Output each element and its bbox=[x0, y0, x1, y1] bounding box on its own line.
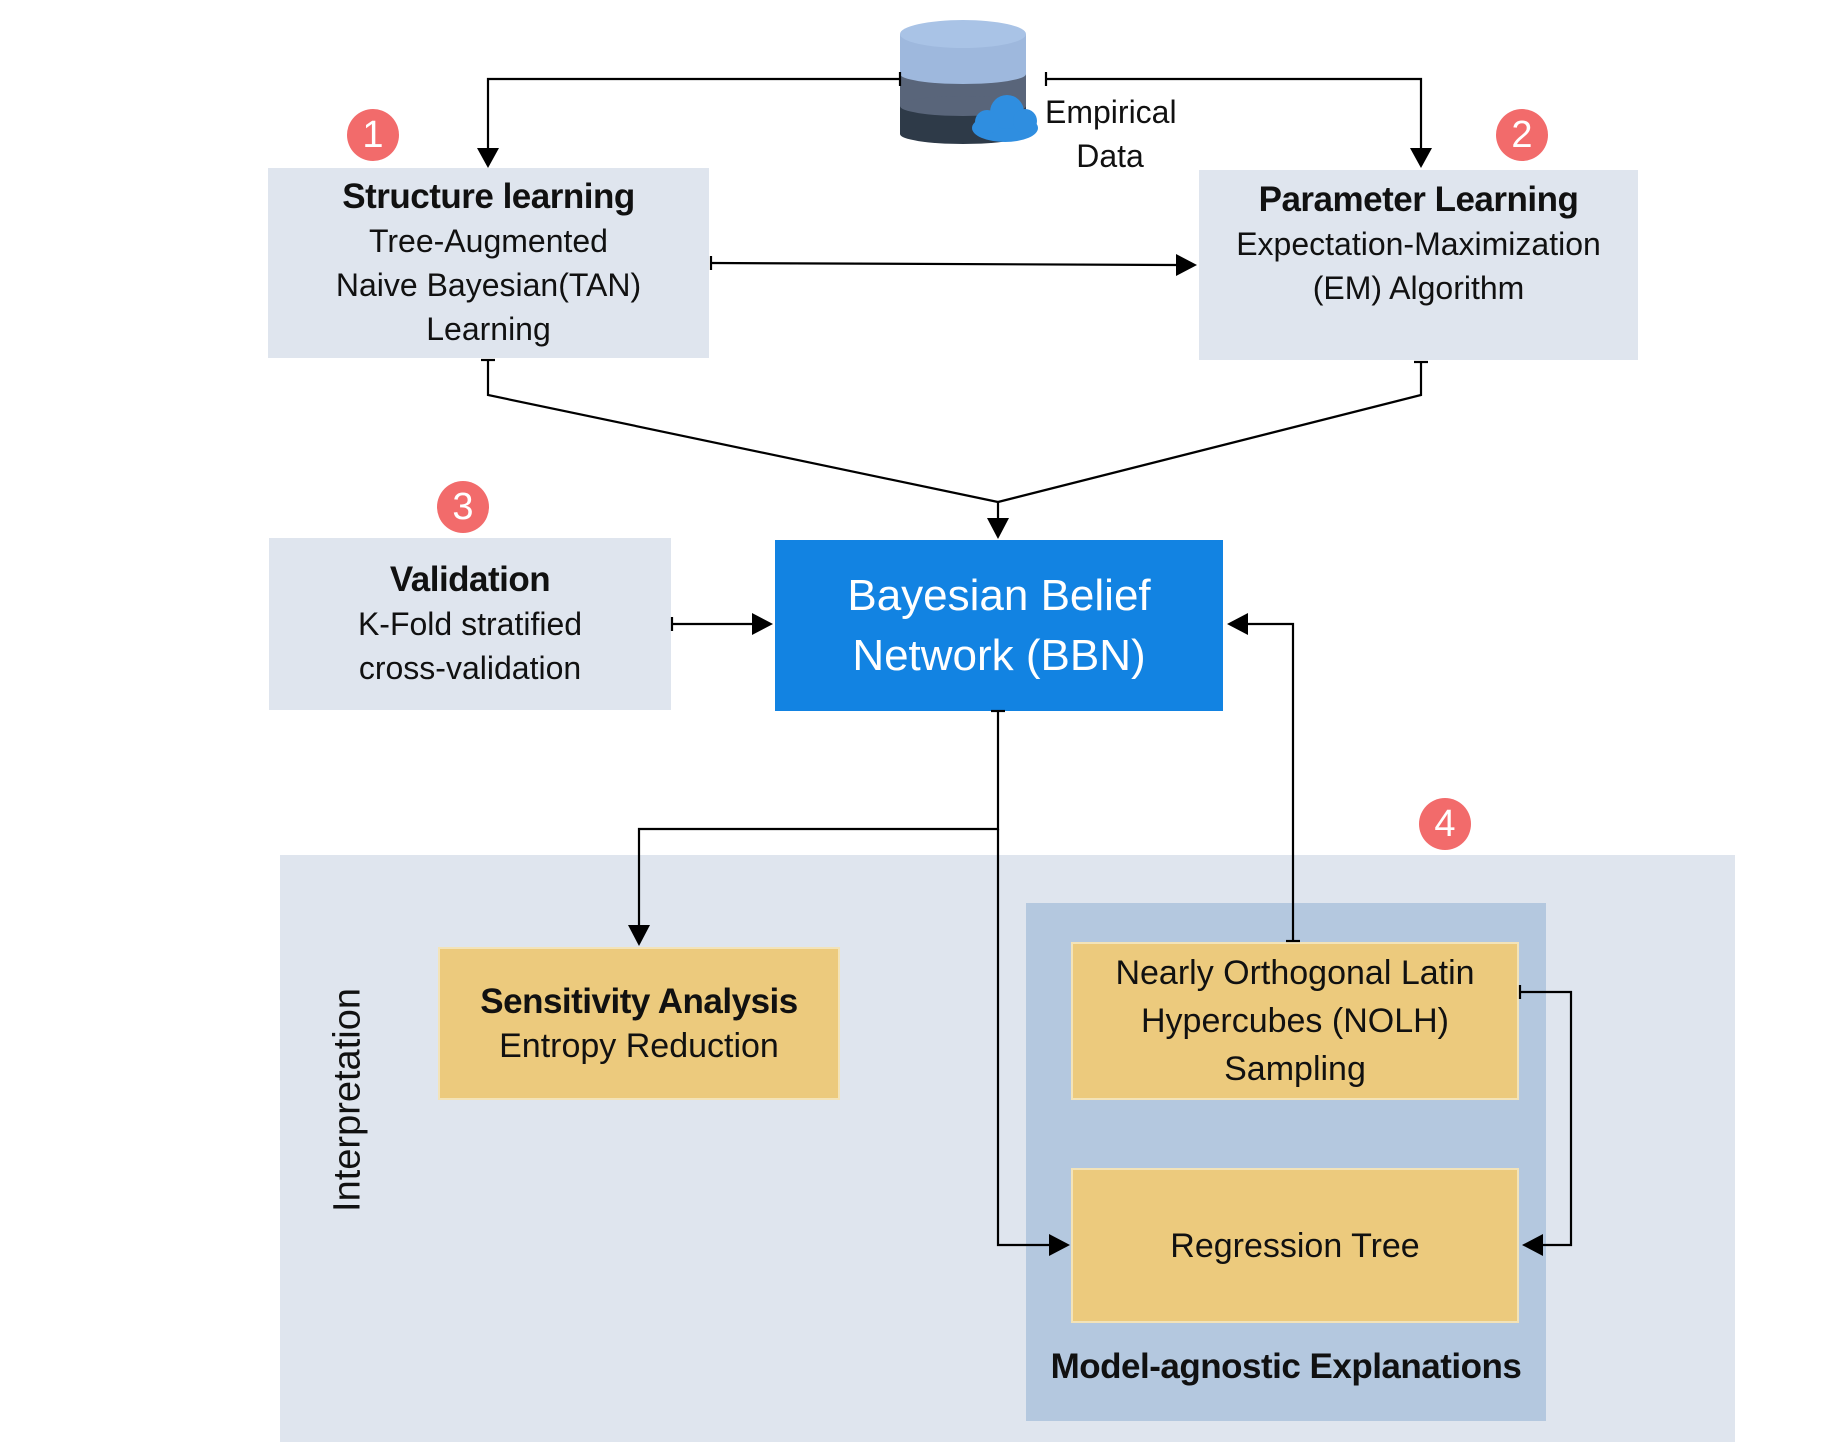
step-badge-4: 4 bbox=[1419, 798, 1471, 850]
parameter-learning-title: Parameter Learning bbox=[1258, 180, 1579, 219]
sensitivity-analysis-title: Sensitivity Analysis bbox=[480, 981, 798, 1021]
connector-bbn-to-regression bbox=[996, 829, 1049, 1247]
bbn-line-2: Network (BBN) bbox=[852, 630, 1146, 680]
nolh-line-2: Hypercubes (NOLH) bbox=[1141, 1002, 1449, 1040]
structure-learning-line-2: Naive Bayesian(TAN) bbox=[335, 267, 642, 303]
connector-parameter-to-bbn bbox=[997, 362, 1423, 504]
nolh-line-1: Nearly Orthogonal Latin bbox=[1115, 954, 1475, 992]
connector-nolh-to-bbn bbox=[1248, 622, 1295, 941]
nolh-line-3: Sampling bbox=[1224, 1050, 1366, 1088]
parameter-learning-box: Parameter Learning Expectation-Maximizat… bbox=[1199, 170, 1638, 360]
validation-box: Validation K-Fold stratified cross-valid… bbox=[269, 538, 671, 710]
model-agnostic-label: Model-agnostic Explanations bbox=[1050, 1347, 1522, 1386]
empirical-data-label: Empirical Data bbox=[1045, 90, 1177, 178]
regression-tree-label: Regression Tree bbox=[1170, 1226, 1420, 1265]
sensitivity-analysis-box: Sensitivity Analysis Entropy Reduction bbox=[438, 947, 840, 1100]
structure-learning-title: Structure learning bbox=[342, 177, 635, 216]
validation-line-1: K-Fold stratified bbox=[357, 606, 583, 642]
parameter-learning-line-1: Expectation-Maximization bbox=[1236, 226, 1601, 262]
connector-nolh-to-regression bbox=[1520, 990, 1573, 1247]
database-cloud-icon bbox=[900, 20, 1038, 144]
structure-learning-line-1: Tree-Augmented bbox=[369, 223, 608, 259]
connector-data-to-structure bbox=[486, 77, 900, 148]
sensitivity-analysis-line: Entropy Reduction bbox=[499, 1026, 779, 1065]
empirical-data-line-1: Empirical bbox=[1045, 94, 1177, 130]
regression-tree-box: Regression Tree bbox=[1071, 1168, 1519, 1323]
validation-title: Validation bbox=[389, 560, 551, 599]
validation-line-2: cross-validation bbox=[358, 650, 582, 686]
step-badge-1: 1 bbox=[347, 109, 399, 161]
connector-data-to-parameter bbox=[1046, 77, 1423, 148]
nolh-sampling-box: Nearly Orthogonal Latin Hypercubes (NOLH… bbox=[1071, 942, 1519, 1100]
connector-bbn-to-sensitivity bbox=[637, 711, 1000, 925]
structure-learning-box: Structure learning Tree-Augmented Naive … bbox=[268, 168, 709, 358]
connector-structure-to-bbn bbox=[486, 360, 999, 504]
step-badge-3: 3 bbox=[437, 481, 489, 533]
connector-structure-to-parameter bbox=[710, 261, 1177, 267]
empirical-data-line-2: Data bbox=[1076, 138, 1144, 174]
step-badge-2: 2 bbox=[1496, 109, 1548, 161]
bbn-box: Bayesian Belief Network (BBN) bbox=[775, 540, 1223, 711]
parameter-learning-line-2: (EM) Algorithm bbox=[1312, 270, 1525, 306]
structure-learning-line-3: Learning bbox=[426, 311, 551, 347]
bbn-line-1: Bayesian Belief bbox=[847, 570, 1151, 620]
